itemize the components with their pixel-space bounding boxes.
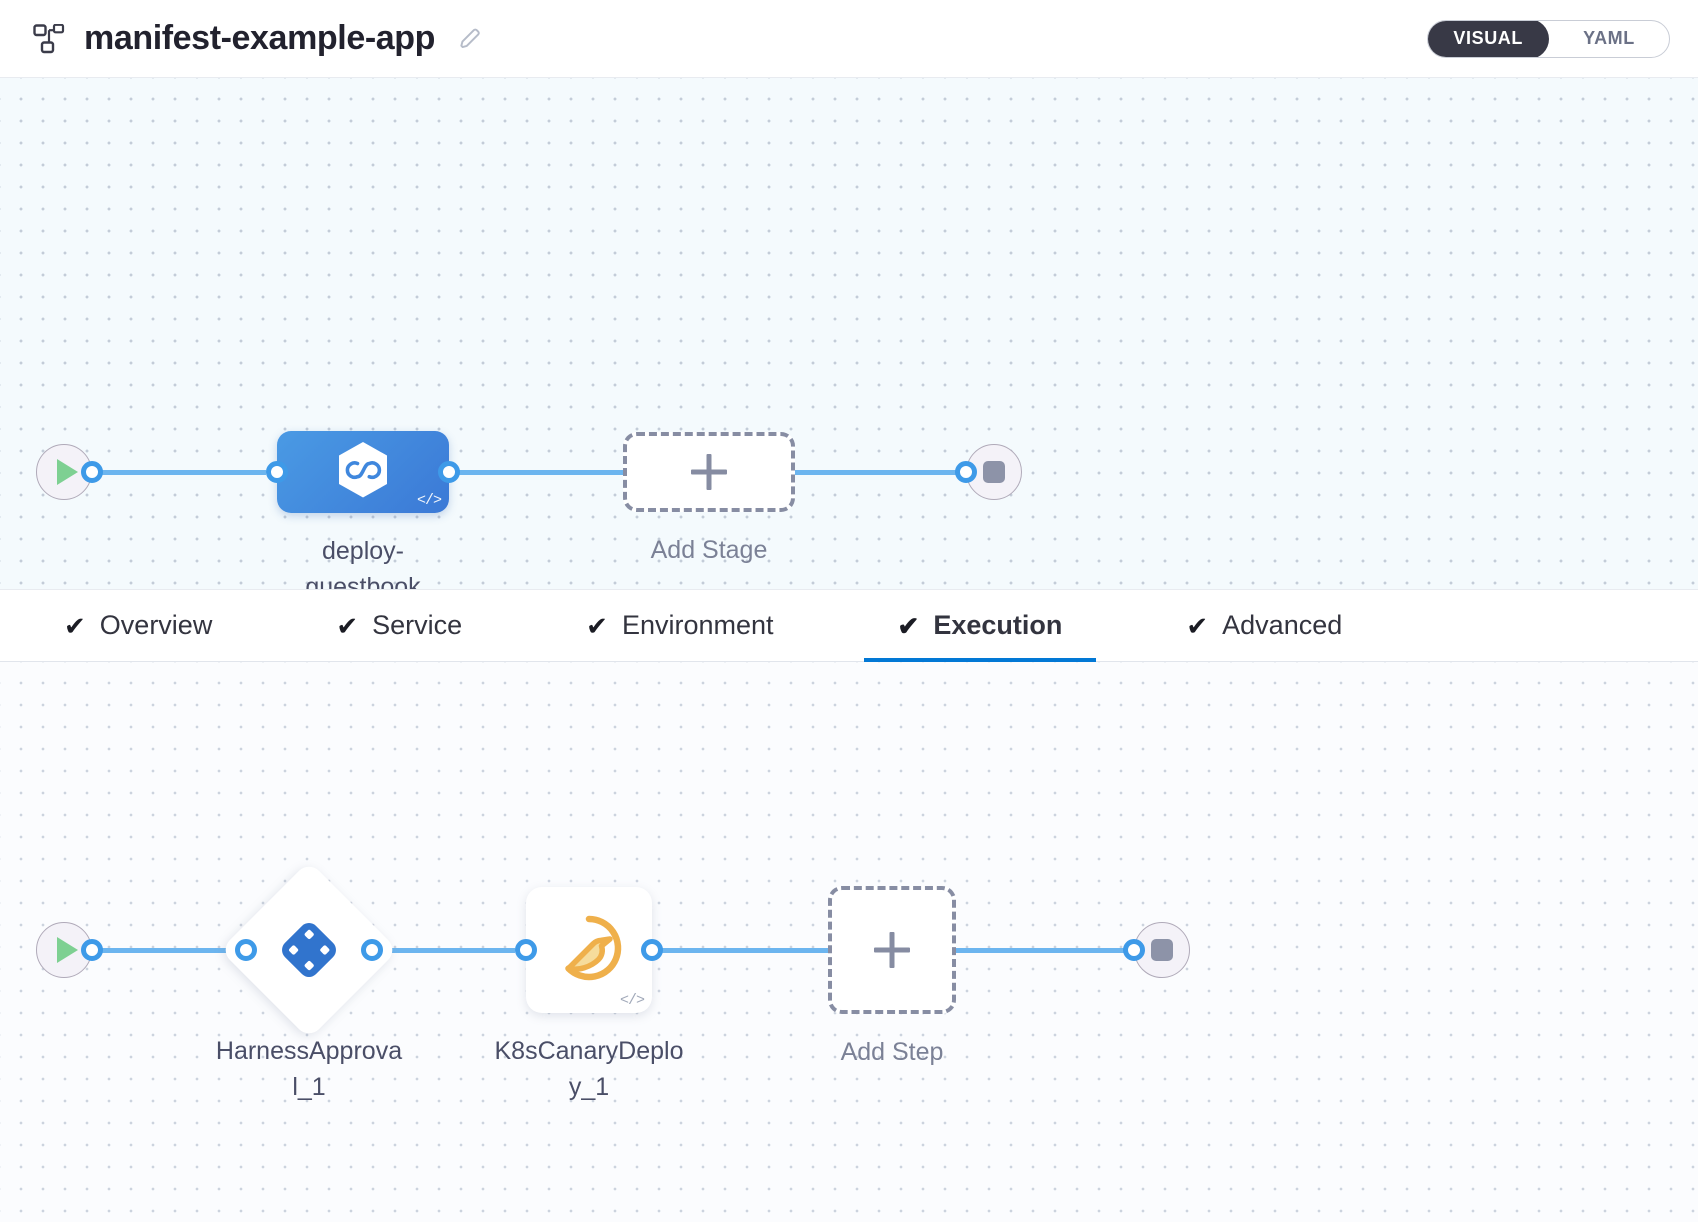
view-mode-toggle[interactable]: VISUAL YAML (1427, 19, 1670, 58)
end-input-port[interactable] (955, 461, 977, 483)
pipeline-nodes-icon (30, 19, 70, 59)
tab-environment[interactable]: ✔ Environment (552, 590, 807, 661)
mode-option-yaml[interactable]: YAML (1549, 21, 1669, 57)
stop-icon (1151, 939, 1173, 961)
execution-end-node[interactable] (1134, 922, 1190, 978)
add-stage-button[interactable] (623, 432, 795, 512)
execution-end-input-port[interactable] (1123, 939, 1145, 961)
add-step-wrap: Add Step (828, 886, 956, 1066)
tab-advanced[interactable]: ✔ Advanced (1152, 590, 1376, 661)
add-step-button[interactable] (828, 886, 956, 1014)
tab-execution-label: Execution (933, 610, 1063, 640)
stage-config-tabbar: ✔ Overview ✔ Service ✔ Environment ✔ Exe… (0, 590, 1698, 662)
harness-cd-hexagon-icon (335, 440, 391, 505)
execution-start-output-port[interactable] (81, 939, 103, 961)
approval-input-port[interactable] (235, 939, 257, 961)
execution-canvas[interactable]: HarnessApproval_1 </> K8sCanaryDep (0, 662, 1698, 1222)
stage-node-label: deploy-guestbook (305, 537, 421, 590)
stage-node-wrap: </> deploy-guestbook (277, 431, 449, 589)
tab-service[interactable]: ✔ Service (302, 590, 496, 661)
check-icon: ✔ (64, 610, 86, 641)
canary-input-port[interactable] (515, 939, 537, 961)
check-icon: ✔ (336, 610, 359, 641)
check-icon: ✔ (1186, 610, 1209, 641)
play-icon (57, 459, 78, 485)
approval-step-label: HarnessApproval_1 (215, 1037, 403, 1102)
canary-yaml-badge: </> (619, 992, 645, 1009)
add-stage-wrap: Add Stage (623, 432, 795, 564)
tab-spacer (1096, 590, 1152, 661)
start-output-port[interactable] (81, 461, 103, 483)
canary-bird-icon (553, 912, 625, 989)
stage-node-deploy-guestbook[interactable]: </> (277, 431, 449, 513)
add-stage-label: Add Stage (650, 536, 768, 564)
canary-output-port[interactable] (641, 939, 663, 961)
tab-overview[interactable]: ✔ Overview (30, 590, 246, 661)
link-add-step-to-end (956, 947, 1128, 953)
tab-spacer (246, 590, 302, 661)
header-right-group: VISUAL YAML (1427, 19, 1670, 58)
step-node-harness-approval[interactable] (219, 860, 399, 1040)
stage-canvas[interactable]: </> deploy-guestbook Add Stage (0, 78, 1698, 590)
stage-input-port[interactable] (266, 461, 288, 483)
tab-overview-label: Overview (99, 610, 213, 640)
page-title: manifest-example-app (84, 19, 435, 57)
link-approval-to-canary (378, 947, 515, 953)
harness-approval-diamond-icon (278, 919, 340, 981)
mode-option-visual[interactable]: VISUAL (1428, 20, 1549, 57)
plus-icon (874, 932, 910, 968)
add-step-label: Add Step (840, 1038, 944, 1066)
header-left-group: manifest-example-app (30, 19, 485, 59)
tab-spacer (496, 590, 552, 661)
tab-advanced-label: Advanced (1222, 610, 1343, 640)
tab-spacer (808, 590, 864, 661)
play-icon (57, 937, 78, 963)
link-canary-to-add-step (658, 947, 828, 953)
link-start-to-stage (98, 469, 266, 475)
tab-environment-label: Environment (621, 610, 774, 640)
tab-execution[interactable]: ✔ Execution (863, 590, 1097, 662)
stage-yaml-badge: </> (416, 492, 442, 509)
link-add-to-end (795, 469, 960, 475)
stage-output-port[interactable] (438, 461, 460, 483)
tab-service-label: Service (372, 610, 463, 640)
step-node-k8s-canary-deploy[interactable]: </> (526, 887, 652, 1013)
canary-step-label: K8sCanaryDeploy_1 (494, 1037, 684, 1102)
approval-step-wrap: HarnessApproval_1 (216, 860, 402, 1101)
link-stage-to-add (455, 469, 623, 475)
approval-output-port[interactable] (361, 939, 383, 961)
studio-header: manifest-example-app VISUAL YAML (0, 0, 1698, 78)
pencil-edit-icon[interactable] (455, 24, 485, 54)
plus-icon (691, 454, 727, 490)
canary-step-wrap: </> K8sCanaryDeploy_1 (495, 887, 684, 1101)
stop-icon (983, 461, 1005, 483)
check-icon: ✔ (897, 610, 920, 641)
link-start-to-approval (98, 947, 235, 953)
check-icon: ✔ (586, 610, 608, 641)
